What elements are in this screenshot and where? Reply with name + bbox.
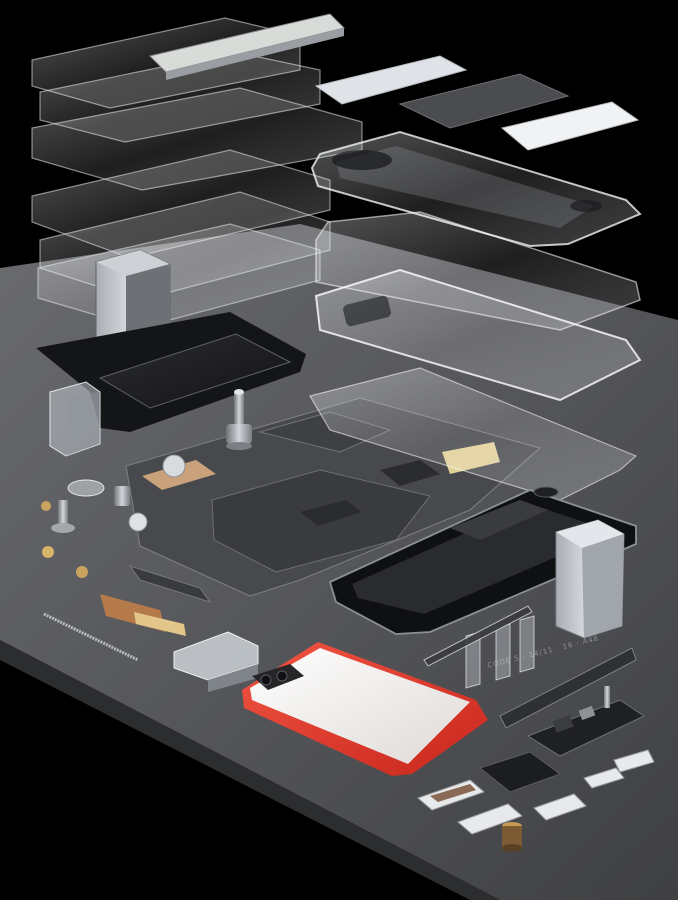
top-right-parts [314,55,640,151]
clear-phone-case-bottom [314,211,642,402]
dark-phone-frame [328,486,637,635]
dark-display-panel [36,312,306,432]
clear-phone-case-top [310,130,642,248]
red-phone [242,642,488,776]
clear-frame-right [309,367,638,501]
small-components-left [41,479,212,662]
screw-post [226,389,252,450]
clear-cube-left [49,381,101,457]
metal-bracket-strip [149,13,345,80]
circuit-module [526,686,646,757]
long-rail [499,647,637,729]
small-components-bottom-right [417,749,655,852]
dark-slab [478,751,562,793]
glass-slivers [423,605,535,689]
small-clear-block [173,631,259,692]
clear-cube-right [555,519,625,639]
